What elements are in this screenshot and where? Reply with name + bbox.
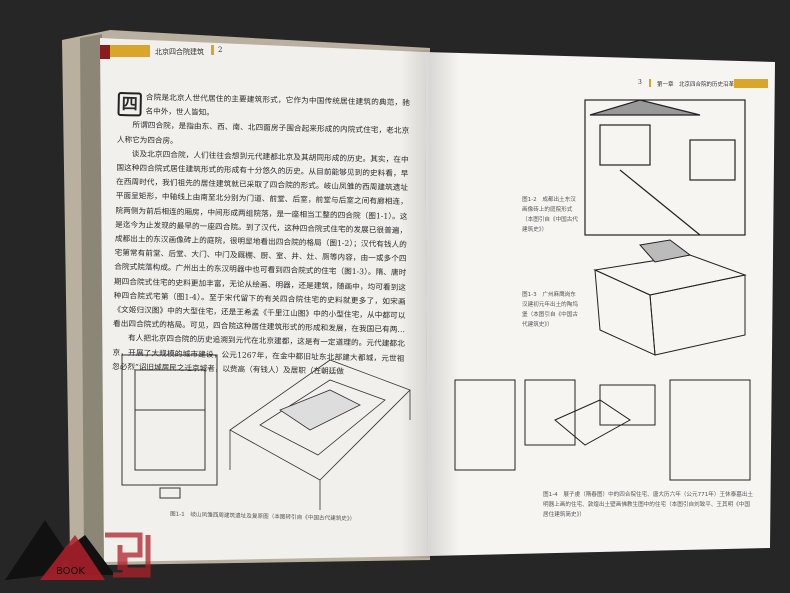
book-spine <box>80 34 104 560</box>
left-page <box>100 38 428 562</box>
left-running-head: 北京四合院建筑 <box>155 48 204 56</box>
right-page <box>425 52 775 556</box>
left-body-text: 四 合院是北京人世代居住的主要建筑形式，它作为中国传统居住建筑的典范，驰名中外，… <box>112 90 410 380</box>
left-header-band <box>110 45 150 57</box>
figure-1-2-drawing <box>584 99 746 236</box>
figure-1-1-reconstruction-drawing <box>229 359 411 510</box>
gutter-shadow <box>400 50 460 558</box>
drop-cap: 四 <box>117 91 142 117</box>
figure-1-4-drawings <box>454 379 751 481</box>
left-header-bar <box>211 45 214 55</box>
watermark-text: BOOK <box>56 566 85 577</box>
watermark-logo <box>5 520 151 580</box>
right-header-band <box>734 79 768 88</box>
ribbon-bookmark <box>100 45 110 59</box>
figure-1-3-drawing <box>593 239 747 356</box>
paragraph: 谈及北京四合院，人们往往会想到元代建都北京及其胡同形成的历史。其实，在中国这种四… <box>113 149 409 337</box>
paragraph: 有人把北京四合院的历史追溯到元代在北京建都，这是有一定道理的。元代建都北京，开展… <box>112 333 405 376</box>
figure-1-4-caption: 图1-4 展子虔（隋春图）中的四合院住宅、唐大历六年（公元771年）王休泰墓出土… <box>543 492 754 518</box>
right-header-bar <box>649 79 651 87</box>
figure-1-3-caption: 图1-3 广州麻鹰岗东汉建初元年出土的陶坞堡（本图引自《中国古代建筑史》） <box>522 292 578 328</box>
figure-1-1-plan-drawing <box>121 354 218 499</box>
right-page-number: 3 <box>638 79 642 86</box>
left-page-number: 2 <box>218 46 223 54</box>
figure-1-2-caption: 图1-2 成都出土东汉画像砖上的庭院形式（本图引自《中国古代建筑史》） <box>522 197 578 233</box>
right-running-head: 第一章 北京四合院的历史沿革 <box>657 82 735 88</box>
